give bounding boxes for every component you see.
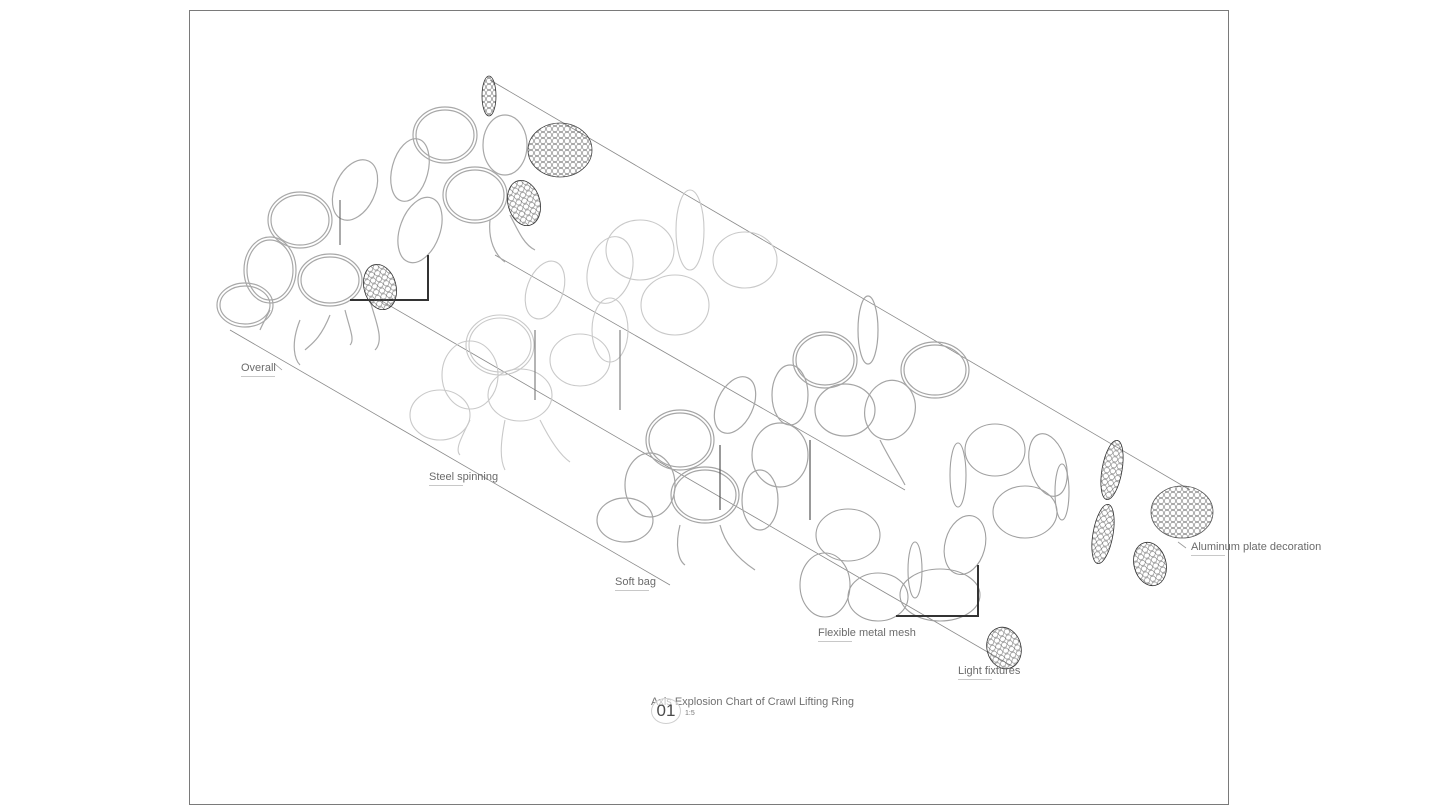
label-aluminum-plate-decoration: Aluminum plate decoration (1191, 541, 1322, 556)
leader-lines (274, 363, 1187, 549)
label-soft-bag: Soft bag (615, 576, 656, 591)
label-steel-spinning: Steel spinning (429, 471, 499, 486)
overall-assembly (216, 106, 536, 366)
light-fixture-disc (986, 626, 1022, 670)
label-flexible-metal-mesh: Flexible metal mesh (818, 627, 916, 642)
steel-spinning-frame (409, 189, 778, 471)
overall-mesh-discs (363, 75, 593, 310)
drawing-number-badge: 01 (651, 698, 681, 724)
explosion-axes (229, 79, 1191, 666)
aluminum-plates (1091, 440, 1214, 587)
label-overall: Overall (241, 362, 276, 377)
drawing-scale: 1:5 (685, 710, 695, 717)
flexible-mesh-rings (799, 423, 1070, 622)
drawing-title: Axis Explosion Chart of Crawl Lifting Ri… (651, 696, 854, 708)
label-light-fixtures: Light fixtures (958, 665, 1021, 680)
drawing-frame (189, 10, 1229, 805)
soft-bag-assembly (596, 295, 970, 571)
